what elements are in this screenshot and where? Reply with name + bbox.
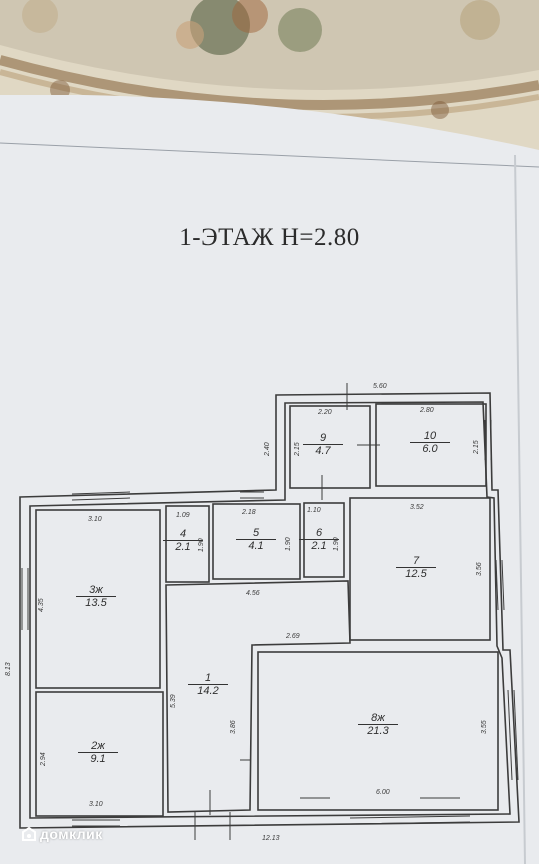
paper-sheet	[0, 95, 539, 864]
dim-2-18: 2.18	[242, 509, 256, 516]
room-area: 12.5	[405, 568, 427, 580]
dim-3-10-top: 3.10	[88, 516, 102, 523]
room-number: 7	[396, 555, 436, 568]
room-number: 5	[236, 527, 276, 540]
room-4: 4 2.1	[163, 528, 203, 554]
room-number: 1	[188, 672, 228, 685]
dim-3-52: 3.52	[410, 504, 424, 511]
room-number: 4	[163, 528, 203, 541]
dim-top-total: 5.60	[373, 383, 387, 390]
dim-4-56: 4.56	[246, 590, 260, 597]
room-area: 2.1	[311, 540, 327, 552]
room-5: 5 4.1	[236, 527, 276, 553]
dim-3-55: 3.55	[481, 720, 488, 734]
dim-bottom-total: 12.13	[262, 835, 280, 842]
room-3: 3ж 13.5	[76, 584, 116, 610]
dim-2-80: 2.80	[420, 407, 434, 414]
room-number: 2ж	[78, 740, 118, 753]
room-area: 9.1	[90, 753, 106, 765]
room-area: 2.1	[175, 541, 191, 553]
room-area: 4.7	[315, 445, 331, 457]
dim-1-90-b: 1.90	[285, 537, 292, 551]
dim-2-20: 2.20	[318, 409, 332, 416]
room-7: 7 12.5	[396, 555, 436, 581]
dim-1-09: 1.09	[176, 512, 190, 519]
room-9: 9 4.7	[303, 432, 343, 458]
dim-1-90-a: 1.90	[198, 538, 205, 552]
room-1: 1 14.2	[188, 672, 228, 698]
watermark: домклик	[22, 826, 103, 842]
room-2: 2ж 9.1	[78, 740, 118, 766]
dim-6-00: 6.00	[376, 789, 390, 796]
dim-5-39: 5.39	[170, 694, 177, 708]
dim-2-40: 2.40	[264, 442, 271, 456]
room-area: 21.3	[367, 725, 389, 737]
dim-8-13: 8.13	[5, 662, 12, 676]
room-area: 13.5	[85, 597, 107, 609]
dim-1-10: 1.10	[307, 507, 321, 514]
dim-4-35: 4.35	[38, 598, 45, 612]
room-6: 6 2.1	[299, 527, 339, 553]
dim-2-15-left: 2.15	[294, 442, 301, 456]
room-number: 6	[299, 527, 339, 540]
domclick-logo-icon	[22, 827, 36, 841]
dim-1-90-c: 1.90	[333, 537, 340, 551]
dim-3-10-bottom: 3.10	[89, 801, 103, 808]
dim-2-15-right: 2.15	[473, 440, 480, 454]
room-number: 9	[303, 432, 343, 445]
room-number: 8ж	[358, 712, 398, 725]
room-area: 6.0	[422, 443, 438, 455]
dim-3-56: 3.56	[476, 562, 483, 576]
room-number: 3ж	[76, 584, 116, 597]
dim-3-86: 3.86	[230, 720, 237, 734]
floor-title: 1-ЭТАЖ Н=2.80	[179, 224, 360, 251]
room-10: 10 6.0	[410, 430, 450, 456]
watermark-text: домклик	[40, 826, 103, 842]
room-8: 8ж 21.3	[358, 712, 398, 738]
room-area: 14.2	[197, 685, 219, 697]
dim-2-94: 2.94	[40, 752, 47, 766]
dim-2-69: 2.69	[286, 633, 300, 640]
room-area: 4.1	[248, 540, 264, 552]
room-number: 10	[410, 430, 450, 443]
